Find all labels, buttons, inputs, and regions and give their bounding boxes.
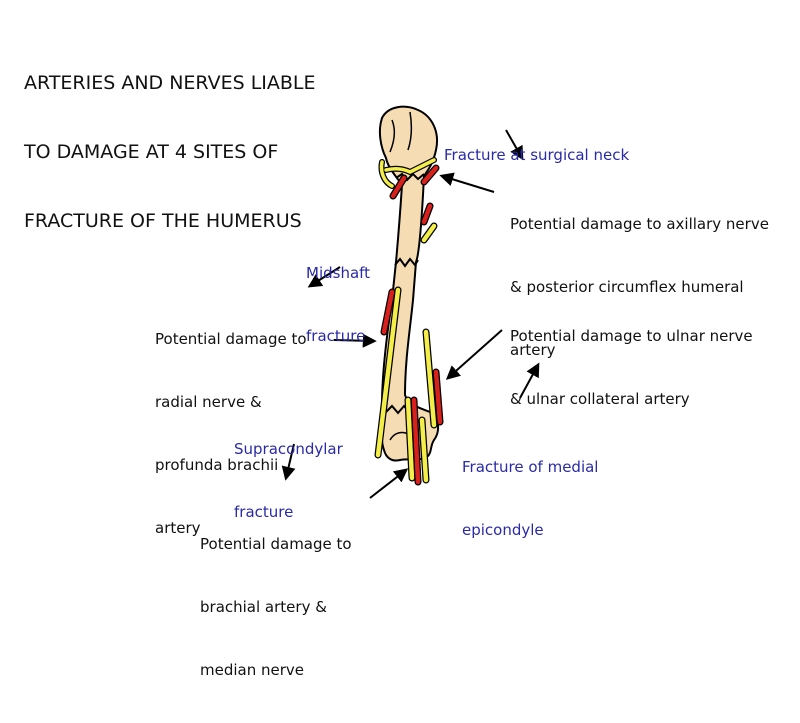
midshaft-fracture-line — [394, 257, 419, 268]
label-axillary-damage: Potential damage to axillary nerve & pos… — [510, 172, 769, 403]
arrow-medial-epicondyle — [519, 362, 540, 399]
arrow-ulnar — [445, 329, 503, 380]
arrow-midshaft — [307, 266, 341, 288]
profunda-brachii-artery-fill — [381, 289, 395, 335]
title-line: TO DAMAGE AT 4 SITES OF — [24, 141, 279, 163]
axillary-nerve-fill — [379, 158, 436, 188]
median-nerve-fill — [405, 397, 415, 481]
surgical-neck-fracture-line — [395, 172, 425, 182]
ulnar-nerve-fill — [423, 329, 437, 428]
label-line: brachial artery & — [200, 598, 327, 616]
nerves-and-arteries — [374, 157, 444, 486]
title-line: FRACTURE OF THE HUMERUS — [24, 210, 302, 232]
label-midshaft: Midshaft fracture — [306, 221, 370, 389]
label-line: Potential damage to axillary nerve — [510, 215, 769, 233]
upper-nerve-segment-fill — [421, 223, 437, 243]
humeral-head-line — [389, 119, 396, 153]
diagram-title: ARTERIES AND NERVES LIABLE TO DAMAGE AT … — [24, 26, 316, 279]
label-line: median nerve — [200, 661, 305, 679]
arrow-supracondylar — [281, 443, 296, 481]
label-line: artery — [510, 341, 556, 359]
label-line: profunda brachii — [155, 456, 279, 474]
label-brachial-damage: Potential damage to brachial artery & me… — [200, 492, 352, 723]
label-radial-damage: Potential damage to radial nerve & profu… — [155, 287, 307, 581]
humerus-bone — [378, 105, 440, 462]
arrows — [281, 129, 540, 499]
title-line: ARTERIES AND NERVES LIABLE — [24, 72, 316, 94]
label-line: Fracture at surgical neck — [444, 146, 630, 164]
label-line: fracture — [306, 327, 366, 345]
label-line: artery — [155, 519, 201, 537]
label-line: Potential damage to ulnar nerve — [510, 327, 753, 345]
radial-nerve-fill — [375, 287, 401, 458]
ulnar-collateral-artery-fill — [433, 369, 443, 425]
humeral-head-line-2 — [407, 111, 413, 151]
humerus-outline — [378, 105, 440, 462]
label-line: Potential damage to — [155, 330, 307, 348]
label-line: Potential damage to — [200, 535, 352, 553]
humerus-illustration — [281, 105, 540, 499]
label-line: epicondyle — [462, 521, 544, 539]
label-ulnar-damage: Potential damage to ulnar nerve & ulnar … — [510, 284, 753, 452]
circumflex-artery-branch-fill — [421, 165, 439, 185]
upper-artery-segment-fill — [421, 203, 433, 225]
label-line: & posterior circumflex humeral — [510, 278, 744, 296]
label-supracondylar: Supracondylar fracture — [234, 397, 343, 565]
label-line: fracture — [234, 503, 294, 521]
label-line: Fracture of medial — [462, 458, 599, 476]
diagram-stage: ARTERIES AND NERVES LIABLE TO DAMAGE AT … — [24, 26, 769, 679]
label-line: Midshaft — [306, 264, 371, 282]
label-medial-epicondyle: Fracture of medial epicondyle — [462, 415, 598, 583]
label-line: & ulnar collateral artery — [510, 390, 690, 408]
arrow-radial — [333, 333, 377, 348]
label-line: Supracondylar — [234, 440, 343, 458]
label-line: radial nerve & — [155, 393, 262, 411]
brachial-artery-fill — [411, 397, 421, 485]
arrow-axillary — [439, 172, 495, 193]
arrow-brachial — [369, 468, 409, 499]
label-surgical-neck: Fracture at surgical neck — [444, 103, 629, 208]
arrow-surgical-neck — [505, 129, 524, 161]
posterior-circumflex-artery-fill — [390, 175, 407, 199]
median-nerve-lower-fill — [419, 417, 429, 483]
